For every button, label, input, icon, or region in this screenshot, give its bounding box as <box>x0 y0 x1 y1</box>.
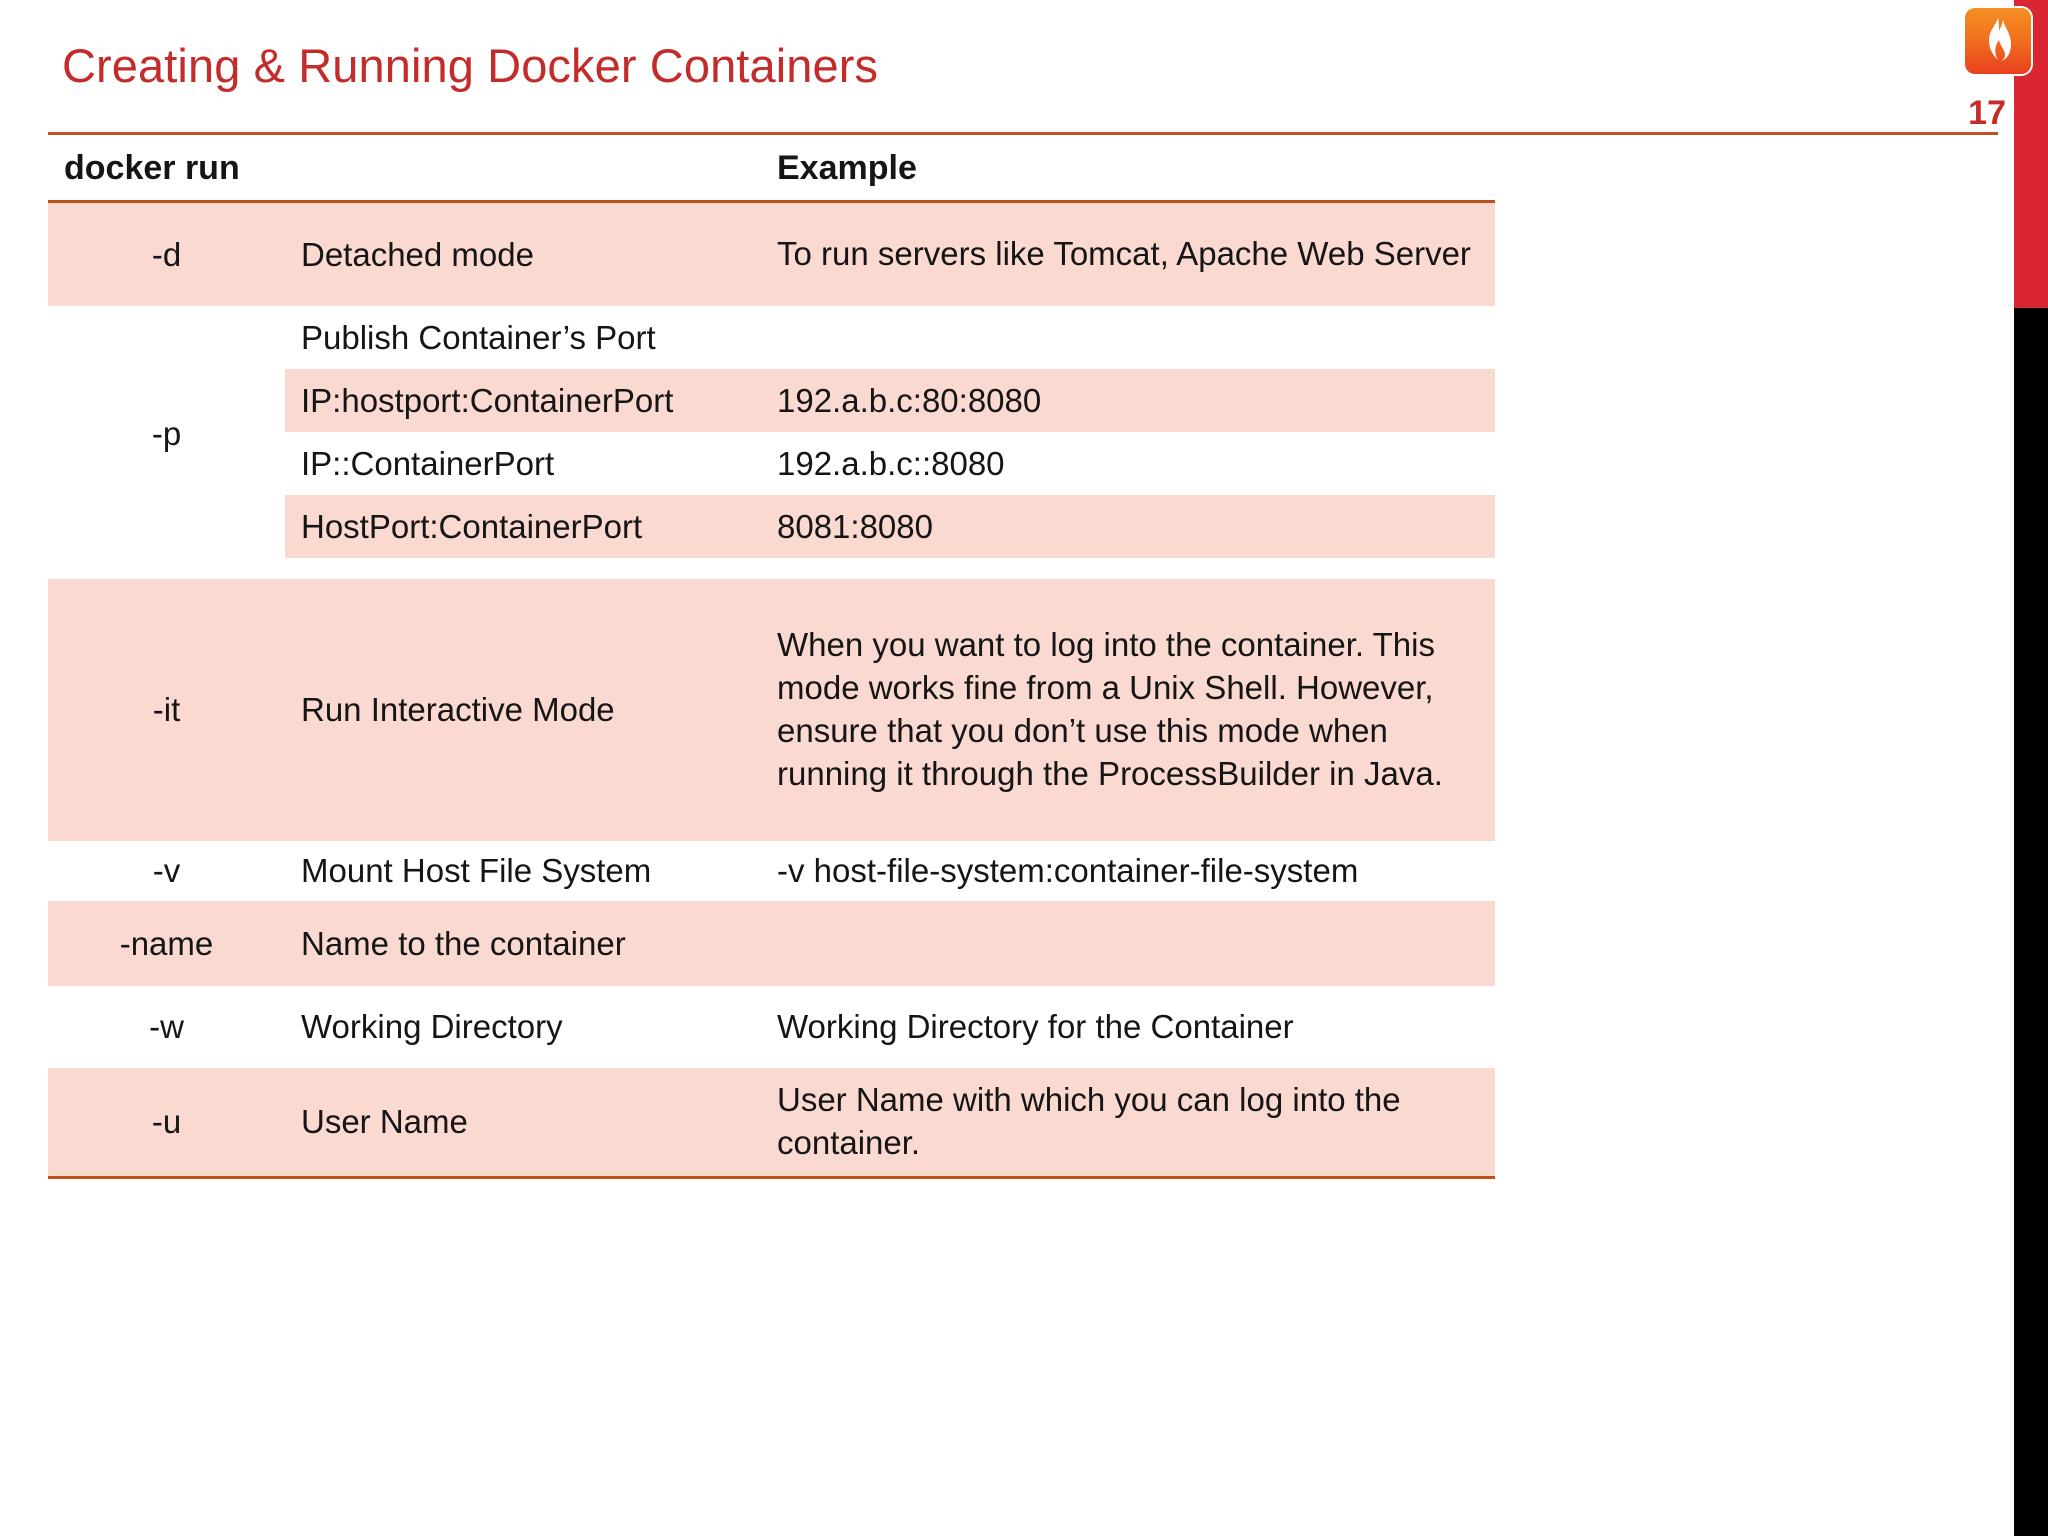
row-description: User Name <box>301 1103 468 1140</box>
table-row-group-p: -p Publish Container’s Port IP:hostport:… <box>48 306 1495 561</box>
table-row: -w Working Directory Working Directory f… <box>48 986 1495 1068</box>
subrow-description: IP:hostport:ContainerPort <box>301 381 674 419</box>
row-option: -v <box>152 852 181 889</box>
table-row: -name Name to the container <box>48 901 1495 986</box>
table-header-row: docker run Example <box>48 136 1495 200</box>
rail-black-block <box>2014 308 2048 1536</box>
row-description: Detached mode <box>301 235 534 273</box>
column-header-option: docker run <box>64 148 240 187</box>
row-description: Working Directory <box>301 1008 563 1045</box>
row-example <box>761 901 1495 986</box>
column-header-description <box>285 136 761 200</box>
subrow-description: HostPort:ContainerPort <box>301 507 643 545</box>
row-example-text: To run servers like Tomcat, Apache Web S… <box>777 235 1471 273</box>
row-description: Name to the container <box>301 924 626 962</box>
row-description: Run Interactive Mode <box>301 691 615 728</box>
table-bottom-divider <box>48 1176 1495 1179</box>
table-header-divider <box>48 200 1495 203</box>
title-divider <box>48 132 1998 135</box>
row-option: -u <box>151 1103 182 1140</box>
row-example: To run servers like Tomcat, Apache Web S… <box>761 203 1495 306</box>
table-subrow: HostPort:ContainerPort 8081:8080 <box>285 495 1495 558</box>
table-subrow: IP:hostport:ContainerPort 192.a.b.c:80:8… <box>285 369 1495 432</box>
page-title: Creating & Running Docker Containers <box>62 39 879 92</box>
row-option: -w <box>149 1008 184 1045</box>
row-example: Working Directory for the Container <box>777 1008 1294 1045</box>
table-row: -it Run Interactive Mode When you want t… <box>48 579 1495 841</box>
row-option: -it <box>152 691 181 728</box>
subrow-example: 192.a.b.c:80:8080 <box>777 381 1042 419</box>
row-example: User Name with which you can log into th… <box>761 1068 1495 1176</box>
row-example-text: When you want to log into the container.… <box>777 626 1443 792</box>
docker-run-options-table: docker run Example -d Detached mode To r… <box>48 136 1495 1179</box>
row-example: When you want to log into the container.… <box>761 579 1495 841</box>
flame-icon <box>1965 8 2031 74</box>
row-description: Mount Host File System <box>301 852 652 889</box>
subrow-description: IP::ContainerPort <box>301 444 555 482</box>
row-option: -p <box>48 306 285 561</box>
row-option: -d <box>151 235 182 273</box>
subrow-description: Publish Container’s Port <box>301 318 656 356</box>
table-row: -u User Name User Name with which you ca… <box>48 1068 1495 1176</box>
column-header-example: Example <box>777 148 917 187</box>
row-example: -v host-file-system:container-file-syste… <box>777 852 1359 889</box>
row-option: -name <box>119 924 214 962</box>
table-subrow: IP::ContainerPort 192.a.b.c::8080 <box>285 432 1495 495</box>
table-row: -d Detached mode To run servers like Tom… <box>48 203 1495 306</box>
table-row: -v Mount Host File System -v host-file-s… <box>48 841 1495 901</box>
right-decorative-rail <box>2014 0 2048 1536</box>
row-spacer <box>48 561 1495 579</box>
row-example-text: User Name with which you can log into th… <box>777 1081 1401 1161</box>
subrow-example: 192.a.b.c::8080 <box>777 444 1005 482</box>
page-number: 17 <box>1968 94 2006 132</box>
subrow-example: 8081:8080 <box>777 507 933 545</box>
row-subrows: Publish Container’s Port IP:hostport:Con… <box>285 306 1495 561</box>
table-subrow: Publish Container’s Port <box>285 306 1495 369</box>
